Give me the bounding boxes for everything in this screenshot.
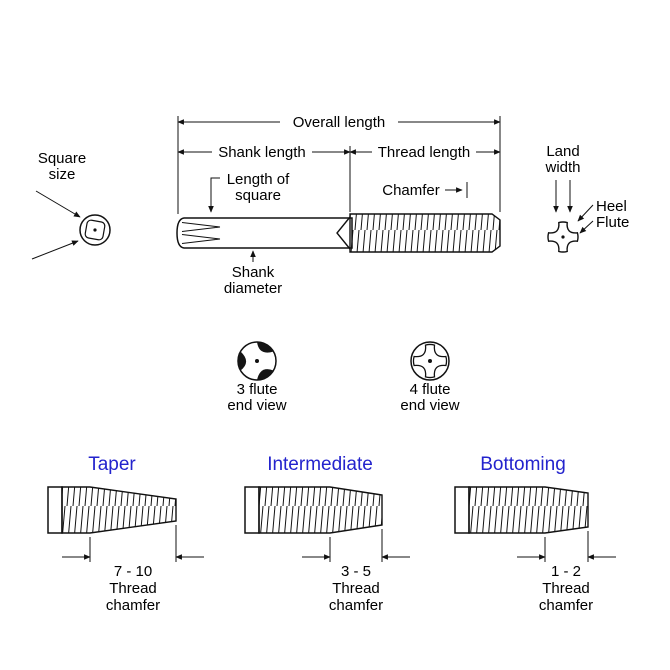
intermediate-shank-stub [244,486,260,534]
land-width-label-2: width [544,159,580,176]
intermediate-chamfer-range: 3 - 5 [341,563,371,580]
intermediate-chamfer-label-1: Thread [332,580,380,597]
dim-shank-length: Shank length [177,144,351,161]
callout-length-of-square: Length of square [208,171,290,213]
dim-thread-length: Thread length [349,144,501,161]
three-flute-label-1: 3 flute [237,381,278,398]
taper-chamfer-label-2: chamfer [106,597,160,614]
heel-label: Heel [596,198,627,215]
four-flute-center-dot [428,359,432,363]
intermediate-title: Intermediate [267,454,373,475]
extension-lines [177,116,501,214]
callout-shank-diameter: Shank diameter [224,250,282,297]
four-flute-end-view: 4 flute end view [400,341,460,414]
taper-title: Taper [88,454,136,475]
three-flute-end-view: 3 flute end view [227,341,287,414]
tap-type-taper: Taper 7 - 10 Thread chamfer [47,454,204,614]
land-heel-flute-group: Land width Heel Flute [544,143,629,253]
bottoming-title: Bottoming [480,454,566,475]
four-flute-label-2: end view [400,397,459,414]
square-size-label-2: size [49,166,76,183]
shank-diameter-label-1: Shank [232,264,275,281]
square-size-arrow-lower [31,240,79,260]
three-flute-label-2: end view [227,397,286,414]
heel-leader [577,204,594,222]
flute-leader [579,220,594,234]
land-width-label-1: Land [546,143,579,160]
thread-length-label: Thread length [378,144,471,161]
bottoming-chamfer-range: 1 - 2 [551,563,581,580]
taper-threaded-body [61,486,177,534]
callout-chamfer: Chamfer [382,182,463,199]
leader-line [208,177,220,213]
taper-shank-stub [47,486,63,534]
thread-runout [336,216,351,250]
four-flute-label-1: 4 flute [410,381,451,398]
bottoming-shank-stub [454,486,470,534]
chamfer-label: Chamfer [382,182,440,199]
taper-chamfer-label-1: Thread [109,580,157,597]
overall-length-label: Overall length [293,114,386,131]
bottoming-threaded-body [468,486,589,534]
taper-chamfer-range: 7 - 10 [114,563,152,580]
bottoming-chamfer-label-1: Thread [542,580,590,597]
bottoming-chamfer-label-2: chamfer [539,597,593,614]
square-size-label-1: Square [38,150,86,167]
square-size-group: Square size [31,150,111,260]
length-of-square-label-1: Length of [227,171,290,188]
shank-body [176,217,353,249]
tap-type-bottoming: Bottoming 1 - 2 Thread chamfer [454,454,616,614]
length-of-square-label-2: square [235,187,281,204]
intermediate-chamfer-label-2: chamfer [329,597,383,614]
flute-1 [257,341,274,353]
flute-3 [237,351,247,371]
square-end-view-center-dot [93,228,97,232]
dim-overall-length: Overall length [177,114,501,131]
thread-section [349,213,501,253]
square-size-arrow-upper [35,190,81,218]
tap-side-view [176,213,501,253]
three-flute-center-dot [255,359,259,363]
square-flat-mark-upper [181,222,221,232]
intermediate-threaded-body [258,486,383,534]
shank-length-label: Shank length [218,144,306,161]
cross-section-center-dot [561,235,565,239]
tap-type-intermediate: Intermediate 3 - 5 Thread chamfer [244,454,410,614]
square-end-view-square [84,219,106,241]
flute-2 [256,369,274,381]
shank-diameter-label-2: diameter [224,280,282,297]
square-flat-mark-lower [181,234,221,244]
flute-label: Flute [596,214,629,231]
